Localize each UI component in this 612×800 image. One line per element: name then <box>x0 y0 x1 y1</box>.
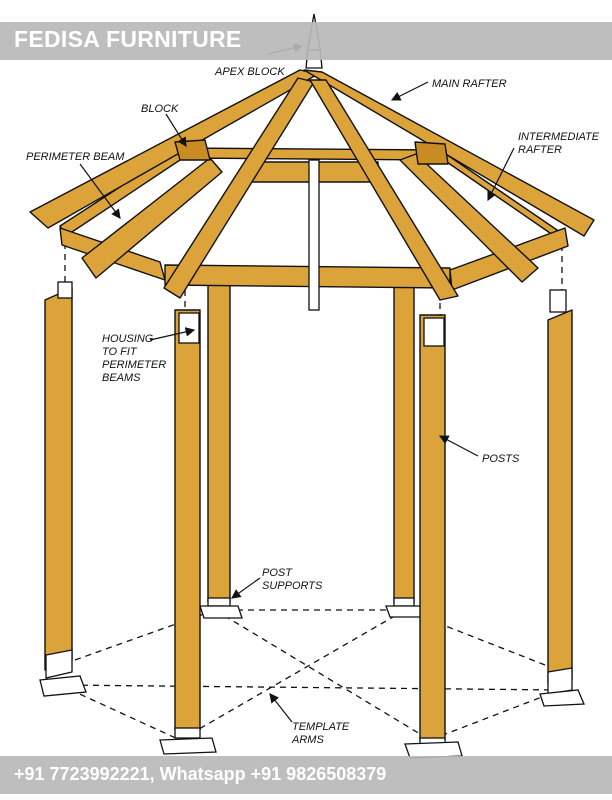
header-banner <box>0 22 612 60</box>
labels: APEX BLOCK MAIN RAFTER BLOCK INTERMEDIAT… <box>26 66 600 746</box>
label-intermediate-rafter-1: INTERMEDIATE <box>518 131 600 143</box>
label-block: BLOCK <box>141 103 179 115</box>
label-main-rafter: MAIN RAFTER <box>432 78 507 90</box>
label-apex-block: APEX BLOCK <box>214 66 285 78</box>
label-housing-4: BEAMS <box>102 372 141 384</box>
roof-frame <box>29 13 595 311</box>
label-template-arms-2: ARMS <box>291 734 324 746</box>
footer-banner <box>0 756 612 794</box>
label-post-supports-1: POST <box>262 567 293 579</box>
brand-title: FEDISA FURNITURE <box>14 26 242 52</box>
label-posts: POSTS <box>482 453 520 465</box>
contact-info: +91 7723992221, Whatsapp +91 9826508379 <box>14 764 387 784</box>
label-intermediate-rafter-2: RAFTER <box>518 144 562 156</box>
label-housing-2: TO FIT <box>102 346 138 358</box>
label-housing-3: PERIMETER <box>102 359 166 371</box>
label-perimeter-beam: PERIMETER BEAM <box>26 151 125 163</box>
label-template-arms-1: TEMPLATE <box>292 721 350 733</box>
leader-lines <box>79 43 515 723</box>
label-post-supports-2: SUPPORTS <box>262 580 323 592</box>
back-posts <box>199 281 425 619</box>
label-housing-1: HOUSING <box>102 333 154 345</box>
